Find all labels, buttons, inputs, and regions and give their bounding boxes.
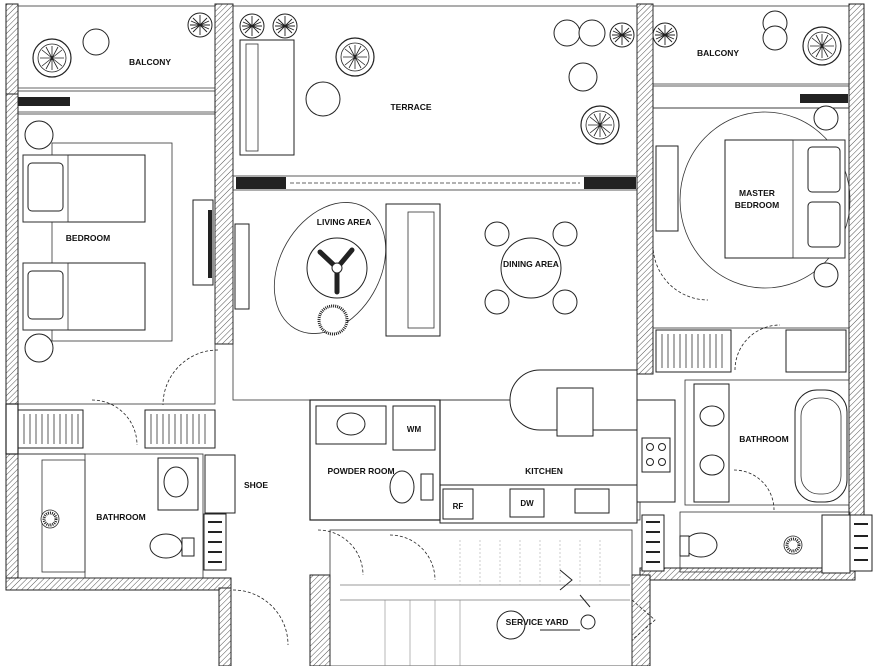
towel-rack-icon [849, 514, 873, 572]
pouf-icon [317, 304, 349, 336]
balcony-right-label: BALCONY [697, 48, 739, 58]
blind-icon [584, 177, 636, 189]
lounge-chair-icon [802, 26, 842, 66]
plant-icon [652, 22, 678, 48]
vanity-icon [693, 383, 730, 503]
master-bedroom: MASTER BEDROOM [652, 105, 851, 329]
water-tank-icon [496, 610, 526, 640]
plant-icon [187, 12, 213, 38]
balcony-left: BALCONY [17, 5, 216, 113]
dining-chair-icon [552, 289, 578, 315]
lamp-icon [813, 105, 839, 131]
lounge-chair-icon [32, 38, 72, 78]
shoe-closet: SHOE [204, 454, 289, 646]
pillow-icon [807, 201, 841, 248]
kitchen-sink-icon [574, 488, 610, 514]
side-table-icon [82, 28, 110, 56]
toilet-icon [684, 532, 718, 558]
side-table-icon [762, 25, 788, 51]
living-area: LIVING AREA DINING AREA [232, 189, 638, 401]
shoe-label: SHOE [244, 480, 268, 490]
powder-room-label: POWDER ROOM [327, 466, 394, 476]
wardrobes [17, 324, 847, 449]
bedroom: BEDROOM [17, 113, 219, 406]
balcony-left-label: BALCONY [129, 57, 171, 67]
shoe-cabinet-icon [204, 454, 236, 514]
wardrobe-icon [785, 329, 847, 373]
terrace: TERRACE [232, 5, 678, 189]
stool-icon [556, 387, 594, 437]
sink-icon [699, 405, 725, 427]
wardrobe-icon [144, 409, 216, 449]
rug-icon [679, 111, 851, 289]
sunbed-icon [239, 39, 295, 156]
pillow-icon [27, 162, 64, 212]
balcony-right: BALCONY [652, 5, 850, 109]
blind-icon [236, 177, 286, 189]
bathroom-left-label: BATHROOM [96, 512, 145, 522]
dishwasher-label: DW [520, 499, 534, 508]
floor-drain-icon [782, 534, 804, 556]
plant-icon [239, 13, 265, 39]
plant-icon [272, 13, 298, 39]
wardrobe-icon [655, 329, 732, 373]
sofa-icon [385, 203, 441, 337]
blind-icon [800, 94, 848, 103]
lounge-chair-icon [335, 37, 375, 77]
floor-drain-icon [39, 508, 61, 530]
plant-icon [609, 22, 635, 48]
cooktop-icon [641, 437, 671, 473]
refrigerator-label: RF [453, 502, 464, 511]
tv-unit-icon [234, 223, 250, 310]
service-yard: SERVICE YARD [329, 529, 656, 666]
toilet-icon [389, 470, 415, 504]
dining-table-icon [500, 237, 562, 299]
washing-machine-label: WM [407, 425, 422, 434]
dishwasher-icon [509, 488, 545, 518]
sink-icon [336, 412, 366, 436]
refrigerator-icon [442, 488, 474, 520]
pillow-icon [807, 146, 841, 193]
bathroom-right-label: BATHROOM [739, 434, 788, 444]
blind-icon [18, 97, 70, 106]
lamp-icon [813, 262, 839, 288]
bedroom-label: BEDROOM [66, 233, 110, 243]
bathtub-icon [794, 389, 848, 503]
dining-chair-icon [484, 289, 510, 315]
side-table-icon [568, 62, 598, 92]
pillow-icon [27, 270, 64, 320]
kitchen-label: KITCHEN [525, 466, 563, 476]
terrace-label: TERRACE [390, 102, 431, 112]
master-bedroom-label-2: BEDROOM [735, 200, 779, 210]
sink-icon [163, 466, 189, 498]
dining-chair-icon [484, 221, 510, 247]
tv-unit-icon [655, 145, 679, 232]
side-table-icon [305, 81, 341, 117]
lounge-chair-icon [580, 105, 620, 145]
dining-chair-icon [552, 221, 578, 247]
kitchen: RF DW KITCHEN [309, 369, 676, 524]
bathroom-left: BATHROOM [5, 403, 227, 579]
washing-machine-icon [392, 405, 436, 451]
bathroom-right: BATHROOM [641, 379, 873, 574]
service-yard-label: SERVICE YARD [506, 617, 569, 627]
dining-area-label: DINING AREA [503, 259, 559, 269]
wardrobe-icon [17, 409, 84, 449]
sink-icon [699, 454, 725, 476]
lamp-icon [24, 333, 54, 363]
pump-icon [580, 614, 596, 630]
shower-icon [821, 514, 851, 574]
living-area-label: LIVING AREA [317, 217, 371, 227]
lamp-icon [24, 120, 54, 150]
powder-room: WM POWDER ROOM [309, 399, 441, 581]
toilet-icon [149, 533, 183, 559]
master-bedroom-label-1: MASTER [739, 188, 775, 198]
rug-icon [273, 202, 387, 334]
